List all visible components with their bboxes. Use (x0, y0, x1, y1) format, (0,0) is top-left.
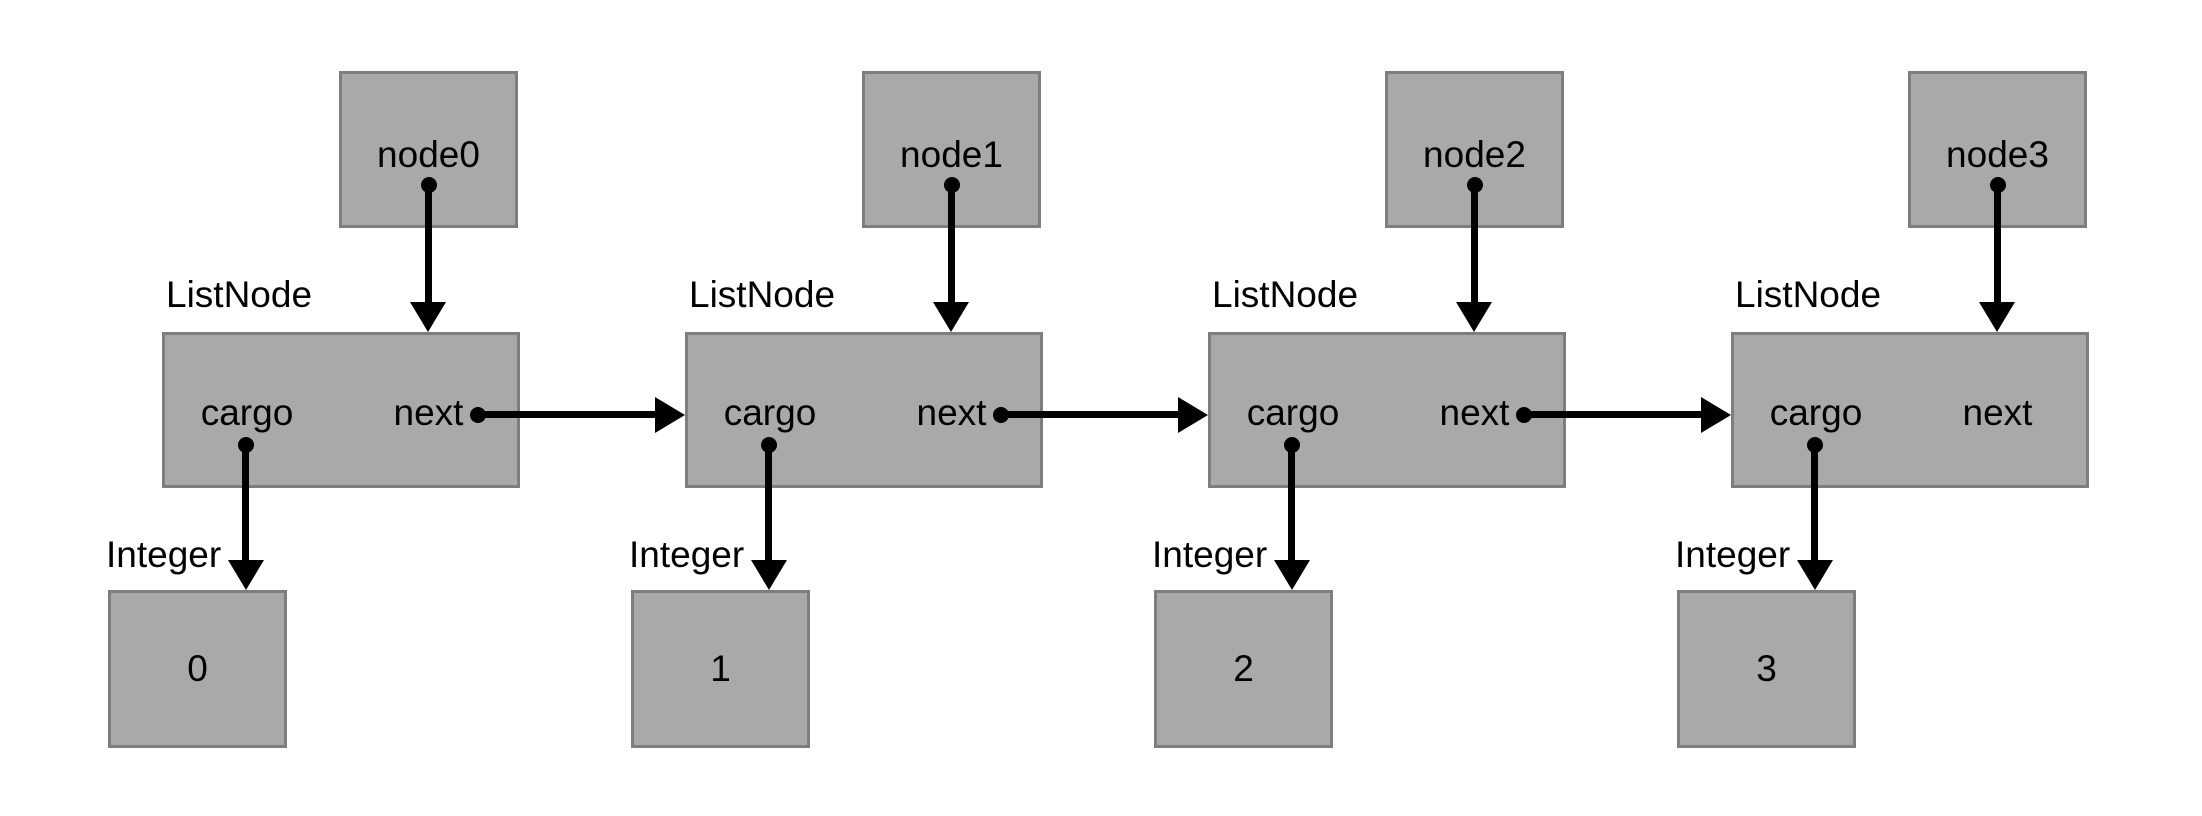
listnode-class-label: ListNode (1735, 274, 1882, 315)
cargo-arrow-shaft (242, 445, 249, 563)
next-arrow-shaft (478, 411, 658, 418)
listnode-class-label: ListNode (166, 274, 313, 315)
next-field-label: next (393, 392, 464, 433)
linked-list-group-0: node0 ListNode cargo next Integer 0 (0, 0, 685, 816)
cargo-field-label: cargo (200, 392, 294, 433)
node-arrow-shaft (948, 185, 955, 305)
next-field-label: next (1962, 392, 2033, 433)
node-arrow-head-icon (1456, 302, 1492, 332)
listnode-class-label: ListNode (689, 274, 836, 315)
integer-value: 0 (187, 648, 208, 689)
integer-class-label: Integer (629, 534, 745, 575)
node-variable-label: node1 (900, 134, 1003, 175)
next-arrow-shaft (1524, 411, 1704, 418)
cargo-arrow-shaft (765, 445, 772, 563)
integer-class-label: Integer (1152, 534, 1268, 575)
cargo-arrow-shaft (1288, 445, 1295, 563)
linked-list-group-2: node2 ListNode cargo next Integer 2 (1046, 0, 1731, 816)
next-arrow-shaft (1001, 411, 1181, 418)
integer-box: 1 (631, 590, 810, 748)
integer-value: 2 (1233, 648, 1254, 689)
next-field-label: next (916, 392, 987, 433)
integer-box: 3 (1677, 590, 1856, 748)
integer-class-label: Integer (1675, 534, 1791, 575)
node-arrow-head-icon (933, 302, 969, 332)
listnode-box (1208, 332, 1566, 488)
listnode-box (685, 332, 1043, 488)
node-arrow-head-icon (410, 302, 446, 332)
next-arrow-head-icon (1178, 397, 1208, 433)
listnode-box (162, 332, 520, 488)
listnode-box (1731, 332, 2089, 488)
integer-box: 2 (1154, 590, 1333, 748)
linked-list-group-1: node1 ListNode cargo next Integer 1 (523, 0, 1208, 816)
integer-value: 1 (710, 648, 731, 689)
node-arrow-shaft (1994, 185, 2001, 305)
cargo-arrow-head-icon (751, 560, 787, 590)
node-variable-label: node2 (1423, 134, 1526, 175)
node-arrow-shaft (1471, 185, 1478, 305)
linked-list-group-3: node3 ListNode cargo next Integer 3 (1569, 0, 2092, 816)
next-field-label: next (1439, 392, 1510, 433)
cargo-field-label: cargo (1769, 392, 1863, 433)
node-arrow-shaft (425, 185, 432, 305)
node-variable-box: node3 (1908, 71, 2087, 228)
next-arrow-head-icon (1701, 397, 1731, 433)
node-variable-label: node3 (1946, 134, 2049, 175)
listnode-class-label: ListNode (1212, 274, 1359, 315)
node-arrow-head-icon (1979, 302, 2015, 332)
integer-class-label: Integer (106, 534, 222, 575)
cargo-arrow-shaft (1811, 445, 1818, 563)
cargo-arrow-head-icon (228, 560, 264, 590)
next-arrow-head-icon (655, 397, 685, 433)
cargo-arrow-head-icon (1274, 560, 1310, 590)
integer-value: 3 (1756, 648, 1777, 689)
cargo-field-label: cargo (723, 392, 817, 433)
cargo-field-label: cargo (1246, 392, 1340, 433)
node-variable-label: node0 (377, 134, 480, 175)
integer-box: 0 (108, 590, 287, 748)
cargo-arrow-head-icon (1797, 560, 1833, 590)
